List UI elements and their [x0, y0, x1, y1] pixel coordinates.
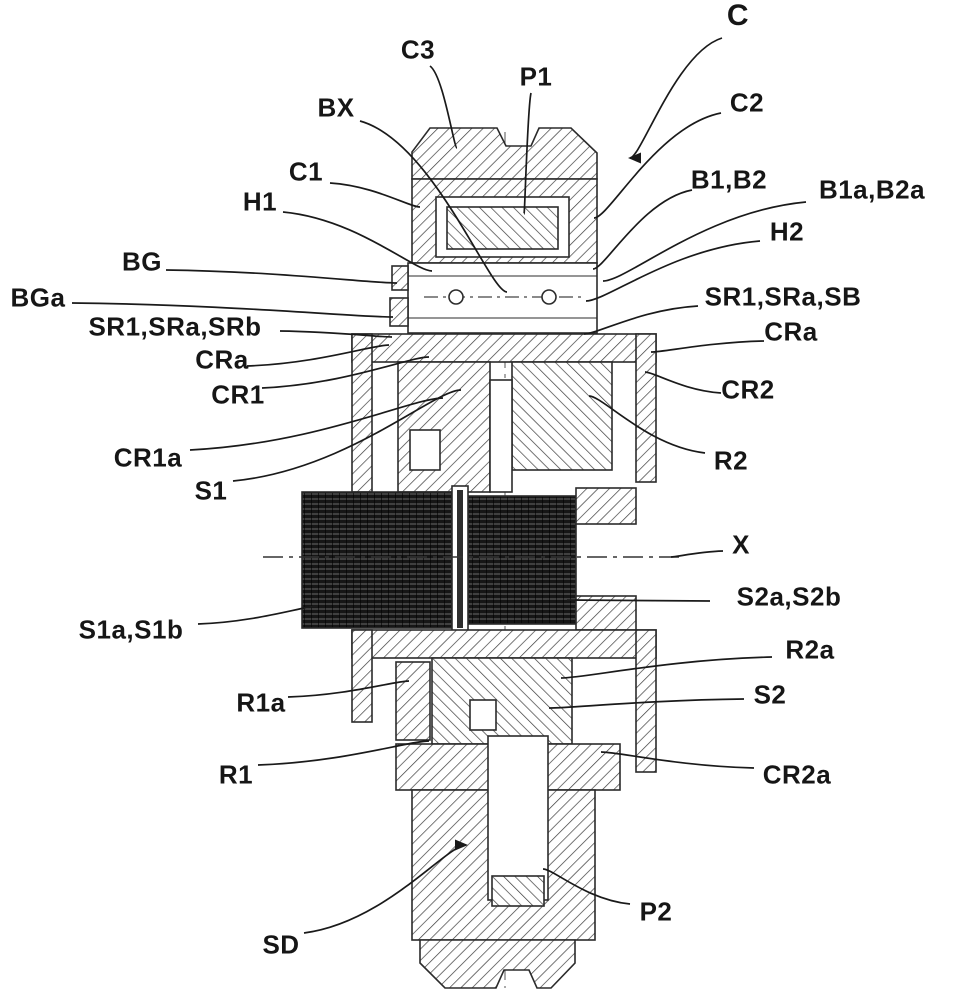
leader-line-sr1-sra-sb — [583, 305, 699, 335]
leader-line-r2a — [560, 656, 773, 679]
piston-p1 — [446, 206, 559, 250]
leader-line-r2 — [588, 395, 706, 454]
leader-line-cr1a — [189, 397, 444, 451]
left-wall-lower — [351, 629, 373, 723]
upper-housing — [411, 178, 598, 264]
spline-right-s2 — [467, 495, 577, 625]
leader-line-c3 — [429, 65, 458, 149]
upper-flange — [351, 333, 657, 493]
flange-band-bottom — [351, 629, 657, 659]
flange-band-top — [351, 333, 657, 363]
boss-bga — [389, 297, 409, 327]
bottom-housing — [411, 735, 596, 989]
leader-lines — [71, 37, 807, 934]
leader-line-cr2a — [600, 751, 755, 769]
leader-line-h2 — [585, 240, 761, 302]
leader-line-sd — [303, 839, 468, 934]
ring-r1a-boss — [395, 661, 431, 741]
cr2-window — [469, 699, 497, 731]
leader-line-sr1-sra-srb — [279, 330, 393, 338]
leader-line-cr2 — [644, 371, 722, 394]
leader-line-cr1 — [261, 356, 430, 389]
right-wall-upper — [635, 333, 657, 483]
gear-splines — [301, 485, 637, 633]
leader-line-p2 — [542, 868, 631, 905]
leader-line-b1-b2 — [592, 189, 693, 270]
carrier-cr1-hub — [397, 361, 491, 493]
clutch-pack-right — [511, 361, 613, 471]
bearing-assembly — [389, 262, 598, 334]
top-cap-shape — [411, 127, 598, 180]
leader-line-r1a — [287, 680, 410, 698]
leader-line-h1 — [282, 211, 433, 272]
leader-line-bg — [165, 269, 398, 284]
bearing-ball — [541, 289, 557, 305]
leader-line-p1 — [523, 92, 532, 215]
right-connector-lower — [575, 595, 637, 631]
leader-line-s2 — [548, 698, 745, 709]
leader-line-b1a-b2a — [602, 201, 807, 282]
bearing-band — [407, 262, 598, 334]
p2-plug — [491, 875, 545, 907]
hub-window — [409, 429, 441, 471]
p2-cavity — [487, 735, 549, 901]
boss-bg — [391, 265, 409, 291]
right-connector-upper — [575, 487, 637, 525]
leader-line-cra — [650, 340, 765, 353]
leader-line-c — [628, 37, 723, 164]
spline-left-s1 — [301, 491, 453, 629]
leader-line-s1 — [232, 389, 462, 482]
leader-line-s1a-s1b — [197, 605, 319, 625]
leader-line-cra — [246, 344, 390, 367]
leader-line-c1 — [329, 182, 421, 208]
leader-line-x — [670, 550, 724, 558]
leader-line-s2a-s2b — [566, 599, 711, 602]
carrier-cr2-mass — [431, 657, 573, 745]
top-cap — [411, 127, 598, 180]
right-wall-lower — [635, 629, 657, 773]
leader-line-bga — [71, 302, 394, 318]
center-strip-insert — [457, 490, 463, 628]
bearing-ball — [448, 289, 464, 305]
leader-line-r1 — [257, 740, 430, 766]
leader-line-bx — [359, 120, 508, 293]
shaft-channel — [489, 379, 513, 493]
left-wall-upper — [351, 333, 373, 493]
bottom-cap-shape — [419, 939, 576, 989]
leader-line-c2 — [593, 112, 722, 219]
